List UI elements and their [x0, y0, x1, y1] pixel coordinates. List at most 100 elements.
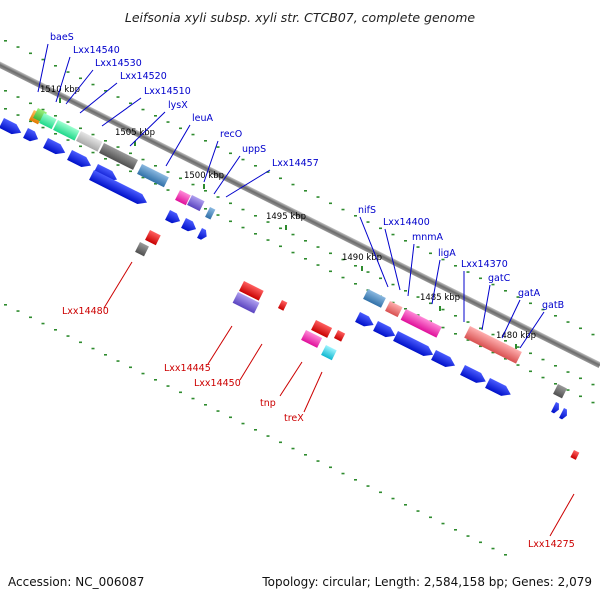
gene-feature[interactable]	[181, 218, 198, 234]
track-dot	[66, 121, 70, 123]
tick-mark	[59, 98, 61, 103]
track-dot	[316, 264, 320, 266]
track-dot	[529, 370, 532, 373]
gene-feature[interactable]	[464, 326, 522, 364]
gene-feature[interactable]	[165, 210, 182, 226]
gene-feature[interactable]	[321, 345, 337, 361]
track-dot	[466, 339, 470, 341]
forward-gene-label[interactable]: nifS	[358, 205, 376, 216]
reverse-gene-label[interactable]: Lxx14480	[62, 306, 109, 317]
gene-feature[interactable]	[431, 350, 457, 371]
reverse-gene-label[interactable]: treX	[284, 413, 304, 424]
gene-feature[interactable]	[570, 450, 580, 460]
track-dot	[541, 308, 545, 311]
track-dot	[279, 245, 282, 248]
track-dot	[54, 133, 57, 135]
leader-line	[203, 140, 219, 183]
track-dot	[204, 140, 207, 142]
track-dot	[166, 385, 170, 387]
track-dot	[204, 404, 207, 406]
forward-gene-label[interactable]: gatB	[542, 300, 564, 311]
track-dot	[116, 146, 120, 148]
gene-feature[interactable]	[67, 150, 93, 171]
track-dot	[91, 151, 95, 154]
gene-feature[interactable]	[197, 228, 209, 241]
gene-feature[interactable]	[400, 309, 442, 338]
gene-feature[interactable]	[393, 331, 435, 360]
forward-gene-label[interactable]: Lxx14457	[272, 158, 319, 169]
forward-gene-label[interactable]: Lxx14510	[144, 86, 191, 97]
track-dot	[366, 485, 370, 487]
forward-gene-label[interactable]: Lxx14400	[383, 217, 430, 228]
track-dot	[416, 510, 420, 512]
track-dot	[266, 239, 270, 241]
genome-summary-text: Topology: circular; Length: 2,584,158 bp…	[261, 575, 592, 589]
forward-gene-label[interactable]: Lxx14370	[461, 259, 508, 270]
gene-feature[interactable]	[373, 321, 398, 341]
gene-feature[interactable]	[301, 330, 323, 348]
forward-gene-label[interactable]: gatC	[488, 273, 511, 284]
forward-gene-label[interactable]: Lxx14540	[73, 45, 120, 56]
forward-gene-label[interactable]: leuA	[192, 113, 214, 124]
gene-feature[interactable]	[559, 408, 569, 421]
forward-gene-label[interactable]: mnmA	[412, 232, 444, 243]
track-dot	[216, 214, 220, 216]
track-dot	[79, 127, 82, 130]
gene-feature[interactable]	[0, 118, 24, 138]
gene-feature[interactable]	[99, 143, 138, 170]
leader-line	[165, 124, 191, 167]
gene-feature[interactable]	[232, 292, 260, 314]
track-dot	[16, 46, 20, 48]
gene-feature[interactable]	[137, 164, 169, 188]
track-dot	[16, 114, 20, 116]
gene-feature[interactable]	[23, 128, 40, 144]
gene-feature[interactable]	[460, 365, 488, 386]
gene-feature[interactable]	[551, 402, 561, 415]
gene-feature[interactable]	[553, 384, 567, 399]
forward-gene-label[interactable]: recO	[220, 129, 242, 140]
reverse-gene-label[interactable]: tnp	[260, 398, 276, 409]
track-dot	[504, 554, 507, 556]
forward-gene-label[interactable]: baeS	[50, 32, 74, 43]
gene-feature[interactable]	[53, 120, 80, 141]
track-dot	[354, 479, 357, 481]
forward-gene-label[interactable]: Lxx14530	[95, 58, 142, 69]
reverse-gene-label[interactable]: Lxx14450	[194, 378, 241, 389]
gene-feature[interactable]	[355, 312, 376, 330]
gene-feature[interactable]	[277, 300, 288, 311]
track-dot	[441, 326, 445, 329]
track-dot	[29, 316, 32, 319]
gene-feature[interactable]	[187, 195, 205, 212]
forward-gene-label[interactable]: ligA	[438, 248, 456, 259]
forward-gene-label[interactable]: gatA	[518, 288, 541, 299]
gene-feature[interactable]	[89, 170, 149, 208]
reverse-gene-label[interactable]: Lxx14275	[528, 539, 575, 550]
track-dot	[479, 277, 482, 280]
gene-feature[interactable]	[363, 289, 386, 308]
gene-feature[interactable]	[135, 242, 149, 257]
gene-feature[interactable]	[175, 190, 191, 206]
track-dot	[266, 435, 270, 437]
tick-mark	[203, 184, 205, 189]
gene-feature[interactable]	[239, 281, 264, 301]
gene-feature[interactable]	[43, 138, 68, 158]
track-dot	[129, 152, 132, 155]
gene-feature[interactable]	[385, 301, 403, 318]
leader-line	[481, 284, 491, 331]
track-dot	[466, 535, 470, 537]
gene-feature[interactable]	[205, 207, 216, 220]
gene-feature[interactable]	[76, 131, 103, 152]
gene-feature[interactable]	[333, 330, 346, 342]
tick-mark	[439, 306, 441, 311]
reverse-gene-label[interactable]: Lxx14445	[164, 363, 211, 374]
forward-gene-label[interactable]: uppS	[242, 144, 266, 155]
gene-feature[interactable]	[485, 378, 513, 399]
track-dot	[129, 170, 132, 173]
leader-line	[129, 111, 166, 147]
forward-gene-label[interactable]: lysX	[168, 100, 188, 111]
gene-feature[interactable]	[39, 113, 57, 130]
gene-feature[interactable]	[145, 230, 161, 246]
forward-gene-label[interactable]: Lxx14520	[120, 71, 167, 82]
track-dot	[166, 189, 170, 191]
gene-feature[interactable]	[311, 320, 333, 338]
